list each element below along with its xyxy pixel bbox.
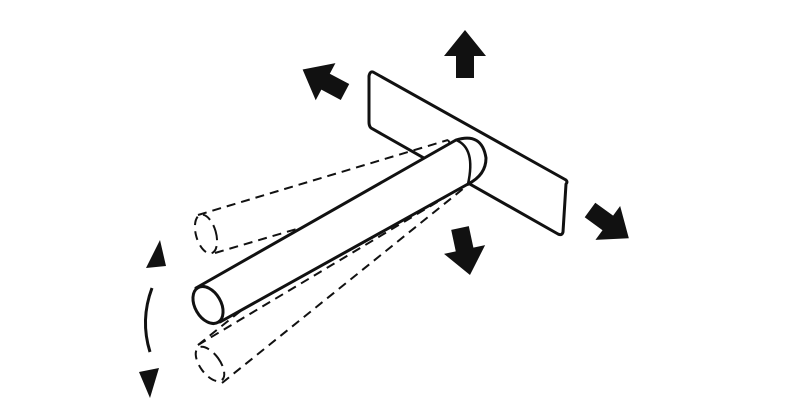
arrow-lower-right-icon [577, 193, 642, 256]
curved-double-arrow-icon [139, 240, 166, 398]
arrow-upper-left-icon [292, 50, 355, 111]
rod [191, 136, 488, 325]
arrow-down-icon [439, 223, 491, 280]
arrow-up-icon [444, 30, 486, 78]
